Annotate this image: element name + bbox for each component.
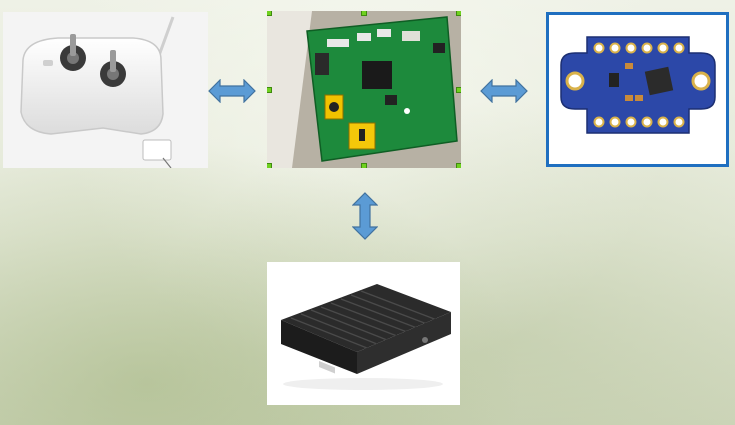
arrow-flight-controller-to-imu [480, 79, 528, 103]
imu-sensor-image[interactable] [546, 12, 729, 167]
rc-transmitter-icon [3, 12, 208, 168]
selection-handle[interactable] [267, 163, 272, 168]
selection-handle[interactable] [361, 11, 367, 16]
selection-handle[interactable] [267, 87, 272, 93]
flight-controller-board-icon [267, 11, 461, 168]
imu-sensor-module-icon [549, 15, 726, 164]
selection-handle[interactable] [456, 87, 461, 93]
mini-pc-image[interactable] [267, 262, 460, 405]
arrow-flight-controller-to-mini-pc [352, 192, 378, 240]
double-arrow-icon [352, 192, 378, 240]
double-arrow-icon [480, 79, 528, 103]
mini-pc-box-icon [267, 262, 460, 405]
arrow-rc-to-flight-controller [208, 79, 256, 103]
flight-controller-image[interactable] [267, 11, 461, 168]
rc-transmitter-image[interactable] [3, 12, 208, 168]
selection-handle[interactable] [456, 163, 461, 168]
selection-handle[interactable] [361, 163, 367, 168]
selection-handle[interactable] [456, 11, 461, 16]
double-arrow-icon [208, 79, 256, 103]
selection-handle[interactable] [267, 11, 272, 16]
